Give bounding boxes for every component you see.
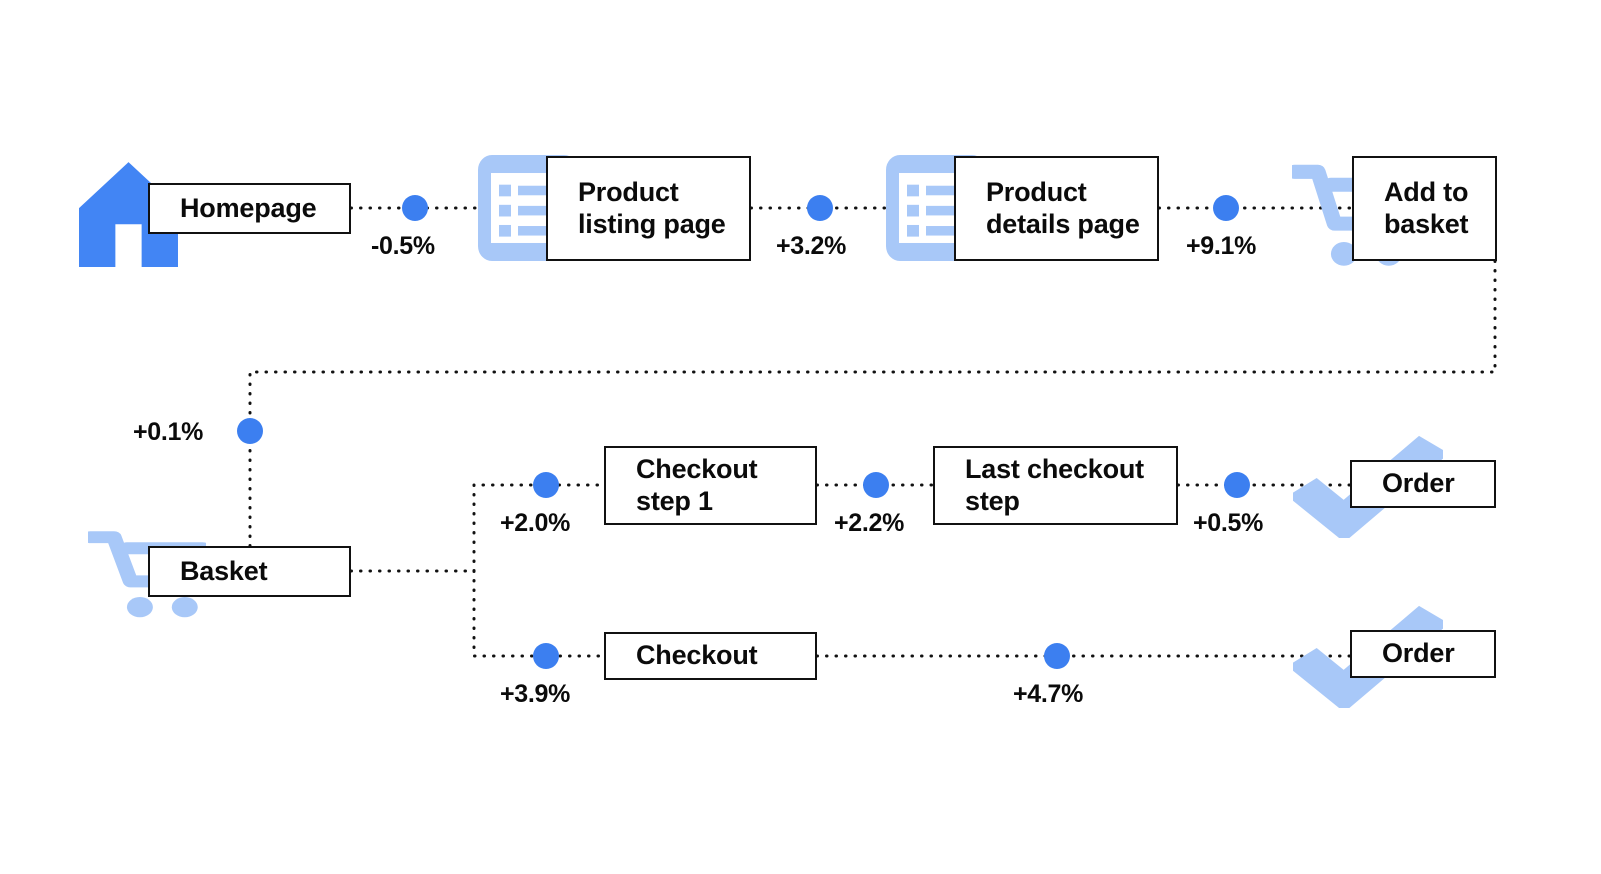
dot-order-bottom[interactable] xyxy=(1044,643,1070,669)
node-order-bottom[interactable]: Order xyxy=(1350,630,1496,678)
node-label-add-to-basket: Add to basket xyxy=(1384,176,1469,239)
dot-order-top[interactable] xyxy=(1224,472,1250,498)
node-label-order-bottom: Order xyxy=(1382,638,1455,669)
metric-checkout: +3.9% xyxy=(500,680,571,708)
dot-listing-details[interactable] xyxy=(807,195,833,221)
node-label-product-details: Product details page xyxy=(986,176,1140,239)
node-label-checkout-step-1: Checkout step 1 xyxy=(636,453,758,516)
metric-last-checkout: +2.2% xyxy=(834,509,905,537)
dot-checkout[interactable] xyxy=(533,643,559,669)
node-label-checkout: Checkout xyxy=(636,640,758,671)
metric-basket-drop: +0.1% xyxy=(133,418,204,446)
node-label-basket: Basket xyxy=(180,555,268,586)
metric-order-bottom: +4.7% xyxy=(1013,680,1084,708)
metric-homepage-listing: -0.5% xyxy=(371,232,435,260)
metric-order-top: +0.5% xyxy=(1193,509,1264,537)
node-checkout-step-1[interactable]: Checkout step 1 xyxy=(604,446,817,525)
node-product-details[interactable]: Product details page xyxy=(954,156,1159,261)
node-checkout[interactable]: Checkout xyxy=(604,632,817,680)
node-homepage[interactable]: Homepage xyxy=(148,183,351,234)
node-label-homepage: Homepage xyxy=(180,192,317,223)
node-label-product-listing: Product listing page xyxy=(578,176,726,239)
node-basket[interactable]: Basket xyxy=(148,546,351,597)
dot-basket-drop[interactable] xyxy=(237,418,263,444)
metric-listing-details: +3.2% xyxy=(776,232,847,260)
node-label-order-top: Order xyxy=(1382,468,1455,499)
node-product-listing[interactable]: Product listing page xyxy=(546,156,751,261)
dot-homepage-listing[interactable] xyxy=(402,195,428,221)
node-add-to-basket[interactable]: Add to basket xyxy=(1352,156,1497,261)
node-last-checkout[interactable]: Last checkout step xyxy=(933,446,1178,525)
dot-last-checkout[interactable] xyxy=(863,472,889,498)
node-label-last-checkout: Last checkout step xyxy=(965,453,1144,516)
metric-details-basket: +9.1% xyxy=(1186,232,1257,260)
edge-branch-to-checkout xyxy=(472,569,606,658)
dot-checkout-step-1[interactable] xyxy=(533,472,559,498)
metric-checkout-step-1: +2.0% xyxy=(500,509,571,537)
dot-details-basket[interactable] xyxy=(1213,195,1239,221)
node-order-top[interactable]: Order xyxy=(1350,460,1496,508)
